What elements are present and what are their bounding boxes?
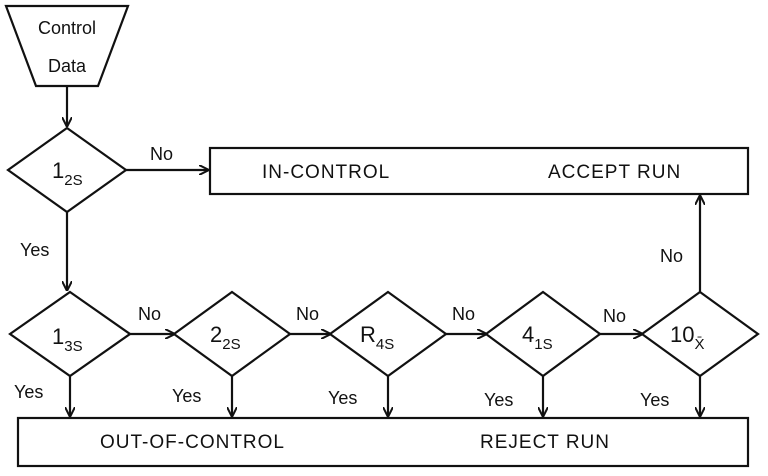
control-data-line1: Control bbox=[38, 18, 96, 38]
rule-1-2s-main: 1 bbox=[52, 158, 64, 183]
rule5-no-label: No bbox=[603, 306, 626, 326]
svg-text:22S: 22S bbox=[210, 322, 241, 353]
out-of-control-box: OUT-OF-CONTROL REJECT RUN bbox=[16, 416, 750, 468]
svg-text:10X̄: 10X̄ bbox=[670, 322, 705, 353]
accept-run-label: ACCEPT RUN bbox=[548, 162, 681, 183]
rule3-no-label: No bbox=[296, 304, 319, 324]
rule5-yes-label: Yes bbox=[484, 390, 513, 410]
rule-r-4s-diamond: R4S bbox=[328, 290, 448, 378]
rule-2-2s-main: 2 bbox=[210, 322, 222, 347]
rule4-no-label: No bbox=[452, 304, 475, 324]
rule-10-x-diamond: 10X̄ bbox=[640, 290, 760, 378]
rule3-yes-label: Yes bbox=[172, 386, 201, 406]
rule-r-4s-sub: 4S bbox=[376, 336, 394, 353]
rule1-yes-label: Yes bbox=[20, 240, 49, 260]
rule-4-1s-main: 4 bbox=[522, 322, 534, 347]
control-data-node: Control Data bbox=[4, 4, 130, 88]
rule-r-4s-main: R bbox=[360, 322, 376, 347]
rule-2-2s-diamond: 22S bbox=[172, 290, 292, 378]
rule1-no-label: No bbox=[150, 144, 173, 164]
rule-4-1s-sub: 1S bbox=[534, 336, 552, 353]
rule2-yes-label: Yes bbox=[14, 382, 43, 402]
rule2-no-label: No bbox=[138, 304, 161, 324]
rule-4-1s-diamond: 41S bbox=[484, 290, 602, 378]
rule-1-3s-main: 1 bbox=[52, 324, 64, 349]
in-control-status: IN-CONTROL bbox=[262, 162, 390, 183]
rule-1-3s-sub: 3S bbox=[64, 338, 82, 355]
control-data-line2: Data bbox=[48, 56, 87, 76]
rule4-yes-label: Yes bbox=[328, 388, 357, 408]
rule6-yes-label: Yes bbox=[640, 390, 669, 410]
svg-text:R4S: R4S bbox=[360, 322, 394, 353]
rule-10-x-main: 10 bbox=[670, 322, 694, 347]
rule-1-2s-sub: 2S bbox=[64, 172, 82, 189]
svg-text:12S: 12S bbox=[52, 158, 83, 189]
reject-run-label: REJECT RUN bbox=[480, 432, 610, 453]
rule6-no-label: No bbox=[660, 246, 683, 266]
rule-1-3s-diamond: 13S bbox=[8, 290, 132, 378]
svg-text:41S: 41S bbox=[522, 322, 553, 353]
out-of-control-status: OUT-OF-CONTROL bbox=[100, 432, 285, 453]
in-control-box: IN-CONTROL ACCEPT RUN bbox=[208, 146, 750, 196]
rule-10-x-sub: X̄ bbox=[694, 336, 704, 353]
svg-text:13S: 13S bbox=[52, 324, 83, 355]
rule-1-2s-diamond: 12S bbox=[6, 126, 128, 214]
rule-2-2s-sub: 2S bbox=[222, 336, 240, 353]
